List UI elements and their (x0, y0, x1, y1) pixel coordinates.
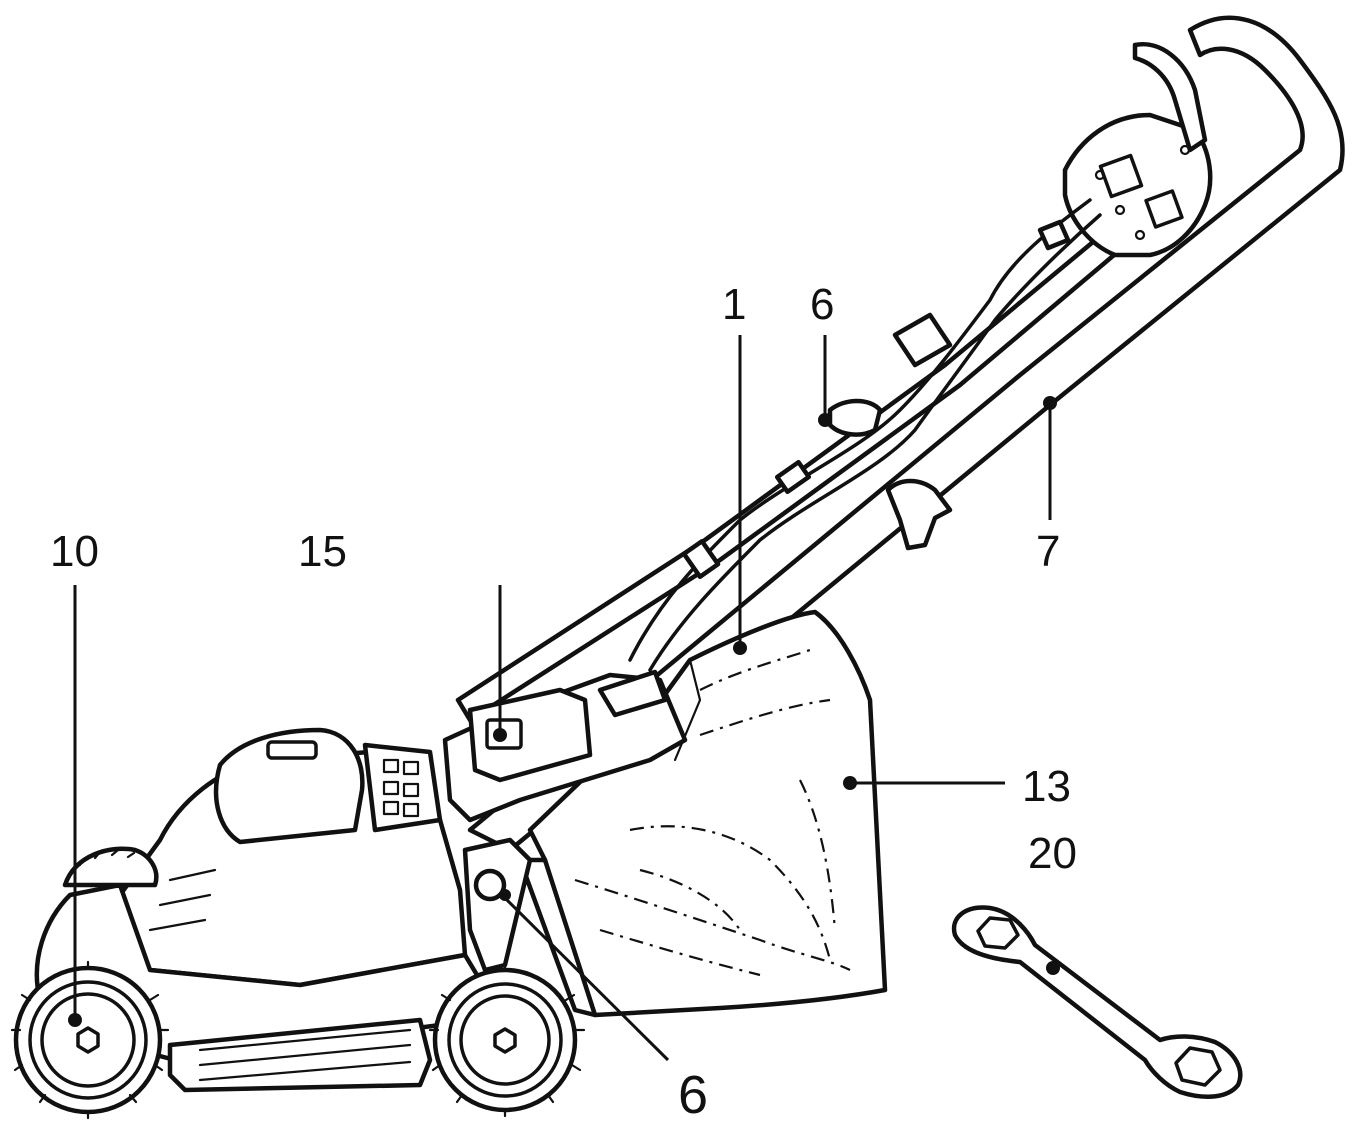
callout-7: 7 (1036, 527, 1061, 576)
callout-20: 20 (1028, 829, 1077, 878)
callout-dot-20 (1046, 961, 1060, 975)
callout-dot-10 (68, 1013, 82, 1027)
tube-clamps (681, 459, 812, 580)
callout-dot-1 (733, 641, 747, 655)
callout-1: 1 (722, 280, 747, 329)
spanner-tool (951, 905, 1243, 1099)
rear-wheel (428, 962, 586, 1118)
callout-dot-15 (493, 728, 507, 742)
callout-6-top: 6 (810, 280, 835, 329)
bail-lever (1132, 41, 1208, 153)
control-box (1062, 112, 1213, 258)
grass-collection-box (527, 609, 888, 1018)
handle-knob-upper (827, 398, 883, 437)
callout-15: 15 (298, 527, 347, 576)
side-button-panel (362, 742, 443, 833)
rear-flap (517, 857, 598, 1018)
callout-6-bottom: 6 (678, 1065, 709, 1125)
handle-inner-tube (455, 229, 1123, 723)
rear-wheel-left (62, 846, 159, 888)
callout-dot-6-top (818, 413, 832, 427)
front-wheel (10, 960, 170, 1120)
callout-dot-13 (843, 776, 857, 790)
handle-knob-middle (885, 478, 953, 551)
callout-10: 10 (50, 527, 99, 576)
leader-lines (68, 335, 1060, 1062)
handle-bracket (462, 837, 533, 973)
callout-dot-7 (1043, 396, 1057, 410)
callout-13: 13 (1022, 762, 1071, 811)
